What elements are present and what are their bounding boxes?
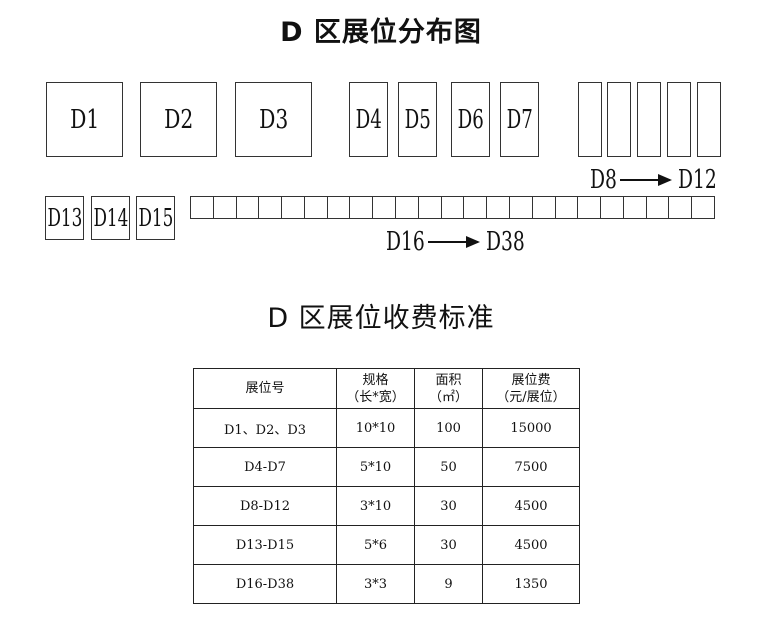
cell-area: 100 <box>414 408 483 448</box>
booth-d1-label: D1 <box>69 104 100 135</box>
cell-spec: 5*6 <box>336 525 415 565</box>
booth-d29 <box>486 196 511 219</box>
booth-d7-label: D7 <box>506 104 533 135</box>
header-area-line1: 面积 <box>435 372 462 388</box>
header-spec-line2: （长*宽） <box>346 389 405 405</box>
range-d16-d38: D16 D38 <box>386 226 540 258</box>
fees-table: 展位号 规格（长*宽） 面积（㎡） 展位费（元/展位） D1、D2、D3 10*… <box>193 368 580 604</box>
header-area: 面积（㎡） <box>414 368 483 409</box>
booth-d1: D1 <box>46 82 123 157</box>
booth-d12 <box>697 82 721 157</box>
booth-d26 <box>417 196 442 219</box>
header-booth: 展位号 <box>193 368 337 409</box>
booth-d17 <box>212 196 237 219</box>
header-booth-label: 展位号 <box>245 381 285 396</box>
cell-booth: D8-D12 <box>193 486 337 526</box>
cell-fee: 4500 <box>482 525 580 565</box>
booth-d6: D6 <box>451 82 490 157</box>
booth-d6-label: D6 <box>457 104 484 135</box>
booth-d31 <box>531 196 556 219</box>
range-d8-d12-from: D8 <box>590 165 617 195</box>
booth-d21 <box>303 196 328 219</box>
booth-d38 <box>691 196 716 219</box>
cell-booth: D16-D38 <box>193 564 337 604</box>
fees-title: D 区展位收费标准 <box>267 303 495 334</box>
booth-d36 <box>645 196 670 219</box>
table-row: D1、D2、D3 10*10 100 15000 <box>193 408 580 448</box>
cell-area: 30 <box>414 525 483 565</box>
range-d8-d12-to: D12 <box>678 165 717 195</box>
cell-spec: 10*10 <box>336 408 415 448</box>
booth-d15: D15 <box>136 196 175 240</box>
booth-d19 <box>258 196 283 219</box>
arrow-right-icon <box>428 236 480 248</box>
cell-area: 30 <box>414 486 483 526</box>
booth-d30 <box>508 196 533 219</box>
cell-fee: 1350 <box>482 564 580 604</box>
cell-spec: 3*10 <box>336 486 415 526</box>
booth-d16 <box>190 196 214 219</box>
header-spec: 规格（长*宽） <box>336 368 415 409</box>
booth-d13-label: D13 <box>47 204 82 232</box>
booth-d35 <box>622 196 647 219</box>
cell-booth: D4-D7 <box>193 447 337 487</box>
booth-d8 <box>578 82 602 157</box>
header-fee-line2: （元/展位） <box>496 389 566 405</box>
booth-d11 <box>667 82 691 157</box>
booth-d3-label: D3 <box>258 104 289 135</box>
booth-d4: D4 <box>349 82 388 157</box>
cell-booth: D13-D15 <box>193 525 337 565</box>
booth-d22 <box>326 196 351 219</box>
booth-d27 <box>440 196 465 219</box>
table-row: D16-D38 3*3 9 1350 <box>193 564 580 604</box>
cell-spec: 5*10 <box>336 447 415 487</box>
table-row: D13-D15 5*6 30 4500 <box>193 525 580 565</box>
cell-fee: 15000 <box>482 408 580 448</box>
booth-strip-d16-d38 <box>190 196 716 219</box>
range-d16-d38-from: D16 <box>386 227 425 257</box>
booth-d2-label: D2 <box>163 104 194 135</box>
cell-fee: 7500 <box>482 447 580 487</box>
header-area-line2: （㎡） <box>428 389 468 405</box>
booth-d33 <box>577 196 602 219</box>
booth-d23 <box>349 196 374 219</box>
range-d8-d12: D8 D12 <box>590 164 732 196</box>
booth-d14: D14 <box>91 196 130 240</box>
header-fee: 展位费（元/展位） <box>482 368 580 409</box>
cell-spec: 3*3 <box>336 564 415 604</box>
table-row: D8-D12 3*10 30 4500 <box>193 486 580 526</box>
booth-d10 <box>637 82 661 157</box>
booth-d2: D2 <box>140 82 217 157</box>
booth-d5-label: D5 <box>404 104 431 135</box>
booth-d28 <box>463 196 488 219</box>
booth-d18 <box>235 196 260 219</box>
header-fee-line1: 展位费 <box>511 372 551 388</box>
booth-d14-label: D14 <box>93 204 128 232</box>
booth-d13: D13 <box>45 196 84 240</box>
booth-d25 <box>395 196 419 219</box>
range-d16-d38-to: D38 <box>486 227 525 257</box>
booth-d24 <box>372 196 397 219</box>
cell-booth: D1、D2、D3 <box>193 408 337 448</box>
booth-d4-label: D4 <box>355 104 382 135</box>
booth-d9 <box>607 82 631 157</box>
arrow-right-icon <box>620 174 672 186</box>
booth-d5: D5 <box>398 82 437 157</box>
booth-d7: D7 <box>500 82 539 157</box>
cell-area: 50 <box>414 447 483 487</box>
booth-d20 <box>281 196 306 219</box>
booth-d37 <box>668 196 693 219</box>
layout-title: D 区展位分布图 <box>280 17 482 48</box>
booth-d3: D3 <box>235 82 312 157</box>
table-header-row: 展位号 规格（长*宽） 面积（㎡） 展位费（元/展位） <box>193 368 580 409</box>
booth-d32 <box>554 196 579 219</box>
table-row: D4-D7 5*10 50 7500 <box>193 447 580 487</box>
booth-d34 <box>600 196 625 219</box>
cell-fee: 4500 <box>482 486 580 526</box>
booth-d15-label: D15 <box>138 204 173 232</box>
cell-area: 9 <box>414 564 483 604</box>
header-spec-line1: 规格 <box>362 372 389 388</box>
